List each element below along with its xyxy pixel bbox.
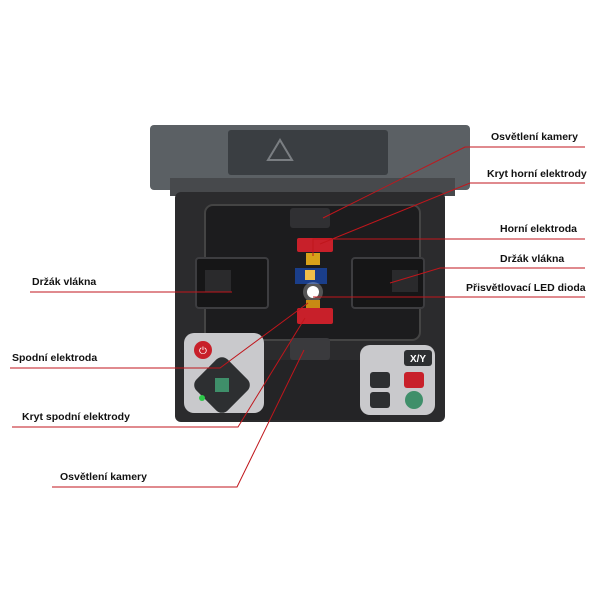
label-bottom-electrode-cover: Kryt spodní elektrody [22,411,130,423]
power-icon: ⏻ [199,346,207,357]
leader-fiber-holder-right [389,267,585,284]
label-camera-light-top: Osvětlení kamery [491,131,578,143]
lid-window [228,130,388,175]
fiber-holder-left-clamp [205,270,231,292]
leader-top-electrode [312,238,585,256]
camera-light-top-shape [290,208,330,228]
leader-camera-light-bottom [52,349,305,488]
start-button [405,391,423,409]
warning-triangle [266,138,294,161]
led-backlight-shape [307,286,319,298]
label-bottom-electrode: Spodní elektroda [12,352,98,364]
bottom-electrode-shape [306,300,320,308]
status-led [199,395,205,401]
lid-hinge [170,178,455,196]
led-glow [303,282,323,302]
label-led-backlight: Přisvětlovací LED dioda [466,282,586,294]
top-electrode-cover-shape [297,238,333,252]
leader-bottom-electrode [10,302,309,369]
dpad-center [215,378,229,392]
fiber-holder-right-clamp [392,270,418,292]
leader-lines [10,146,585,488]
camera-light-bottom-shape [290,338,330,360]
xy-button [404,350,432,366]
label-top-electrode-cover: Kryt horní elektrody [487,168,587,180]
bottom-electrode-cover-shape [297,308,333,324]
v-groove-highlight [305,270,315,280]
xy-button-label: X/Y [410,354,426,365]
label-fiber-holder-right: Držák vlákna [500,253,565,265]
top-electrode-shape [306,253,320,265]
exit-button [404,372,424,388]
power-button [194,341,212,359]
label-fiber-holder-left: Držák vlákna [32,276,97,288]
heater-button [370,392,390,408]
label-camera-light-bottom: Osvětlení kamery [60,471,147,483]
leader-top-electrode-cover [319,182,585,245]
swap-button [370,372,390,388]
label-top-electrode: Horní elektroda [500,223,578,235]
leader-bottom-electrode-cover [12,317,306,428]
leader-camera-light-top [322,146,585,219]
